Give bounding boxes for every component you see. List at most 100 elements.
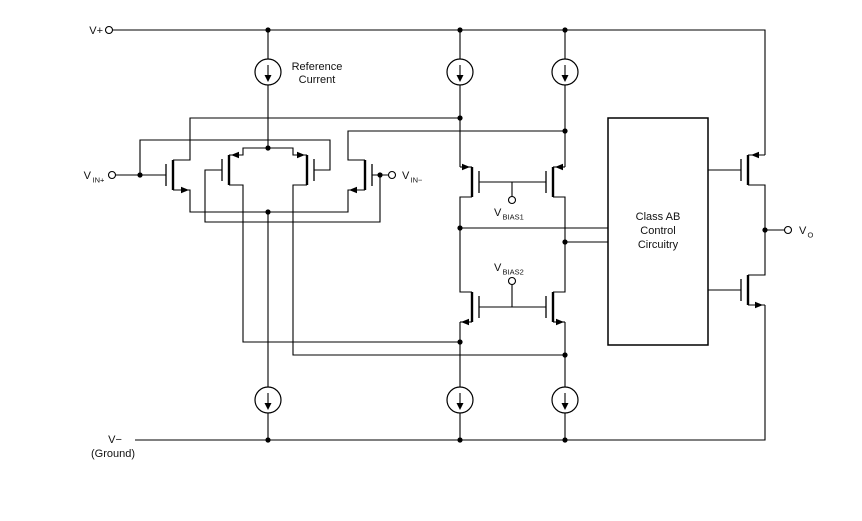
vo-terminal xyxy=(783,225,793,235)
wire-pout-drain xyxy=(748,184,766,230)
junction-dot xyxy=(457,27,463,33)
junction-dot xyxy=(265,145,271,151)
vin-plus-terminal xyxy=(107,170,117,180)
class-ab-control-box: Class AB Control Circuitry xyxy=(607,117,709,346)
wire-nout-drain xyxy=(748,230,766,276)
ground-label: (Ground) xyxy=(91,448,135,460)
wire-t4-source-tail xyxy=(268,189,365,213)
source-arrow-icon xyxy=(181,186,189,194)
vbias1-subscript: BIAS1 xyxy=(503,213,524,222)
positive-rail xyxy=(112,29,766,155)
v-plus-terminal xyxy=(104,25,114,35)
source-arrow-icon xyxy=(751,151,759,159)
vbias2-terminal xyxy=(507,276,517,286)
vin-plus-label: V xyxy=(84,170,92,182)
current-arrow-icon xyxy=(456,403,464,410)
source-arrow-icon xyxy=(461,318,469,326)
junction-dot xyxy=(265,437,271,443)
wire-t3-drain-fold-bottom xyxy=(292,184,565,356)
source-arrow-icon xyxy=(349,186,357,194)
current-arrow-icon xyxy=(456,75,464,82)
terminals xyxy=(104,25,793,286)
source-arrow-icon xyxy=(755,301,763,309)
vin-minus-label: V xyxy=(402,170,410,182)
v-plus-label: V+ xyxy=(89,25,103,37)
reference-current-label-line2: Current xyxy=(299,74,336,86)
source-arrow-icon xyxy=(462,163,470,171)
vbias1-terminal xyxy=(507,195,517,205)
v-minus-label: V− xyxy=(108,434,122,446)
junction-dot xyxy=(137,172,143,178)
current-arrow-icon xyxy=(561,403,569,410)
current-arrow-icon xyxy=(561,75,569,82)
junction-dot xyxy=(265,27,271,33)
junction-dot xyxy=(562,128,568,134)
output-pmos xyxy=(740,151,759,185)
input-pmos-left xyxy=(221,151,239,185)
source-arrow-icon xyxy=(231,151,239,159)
vbias2-label: V xyxy=(494,262,502,274)
current-source-bottom-3 xyxy=(551,386,579,414)
current-source-circle xyxy=(446,386,474,414)
source-arrow-icon xyxy=(297,151,305,159)
junction-dot xyxy=(762,227,768,233)
vin-minus-terminal xyxy=(387,170,397,180)
cascode-nmos-right xyxy=(545,292,564,326)
junction-dot xyxy=(457,437,463,443)
current-source-circle xyxy=(254,58,282,86)
current-source-top-2 xyxy=(446,58,474,86)
current-source-circle xyxy=(551,386,579,414)
current-source-circle xyxy=(446,58,474,86)
wire-t2-drain-fold-bottom xyxy=(229,184,460,343)
supply-rails xyxy=(112,29,766,441)
junction-dot xyxy=(562,27,568,33)
current-arrow-icon xyxy=(264,403,272,410)
cascode-wires xyxy=(459,166,608,323)
vin-plus-subscript: IN+ xyxy=(93,176,106,185)
junction-dot xyxy=(562,437,568,443)
class-ab-box-outline xyxy=(607,117,709,346)
vo-subscript: O xyxy=(808,231,814,240)
wire-t3-gate-cross xyxy=(139,139,331,175)
wire-t2-gate-cross xyxy=(204,169,381,223)
cascode-nmos-left xyxy=(461,292,480,326)
input-nmos-vin-plus xyxy=(165,160,189,194)
class-ab-label-line3: Circuitry xyxy=(638,239,679,251)
wire-t4-drain-fold-top xyxy=(347,130,565,161)
labels: V+ V IN+ V IN− V BIAS1 V BIAS2 V O Refer… xyxy=(84,25,814,460)
wire-t1-source-tail xyxy=(173,189,268,213)
vbias2-subscript: BIAS2 xyxy=(503,268,524,277)
junction-dot xyxy=(562,239,568,245)
current-source-wires xyxy=(267,30,566,440)
reference-current-label-line1: Reference xyxy=(292,61,343,73)
wire-t1-drain-fold-top xyxy=(173,117,460,161)
vo-label: V xyxy=(799,225,807,237)
negative-rail xyxy=(135,305,766,441)
input-pmos-right xyxy=(297,151,315,185)
current-source-circle xyxy=(551,58,579,86)
output-nmos xyxy=(740,275,763,309)
input-stage-wires xyxy=(115,117,565,356)
output-stage-wires xyxy=(708,154,785,306)
junction-dot xyxy=(457,225,463,231)
source-arrow-icon xyxy=(555,163,563,171)
cascode-pmos-right xyxy=(545,163,563,197)
cascode-pmos-left xyxy=(462,163,480,197)
junction-dot xyxy=(562,352,568,358)
current-source-circle xyxy=(254,386,282,414)
class-ab-label-line2: Control xyxy=(640,225,675,237)
wire-tc2-tc4-drains xyxy=(553,196,566,293)
class-ab-label-line1: Class AB xyxy=(636,211,681,223)
wire-tc1-tc3-drains xyxy=(459,196,472,293)
reference-current-source xyxy=(254,58,282,86)
source-arrow-icon xyxy=(556,318,564,326)
junction-dots xyxy=(137,27,768,443)
current-source-bottom-1 xyxy=(254,386,282,414)
junction-dot xyxy=(265,209,271,215)
current-arrow-icon xyxy=(264,75,272,82)
current-source-top-3 xyxy=(551,58,579,86)
junction-dot xyxy=(457,115,463,121)
vbias1-label: V xyxy=(494,207,502,219)
